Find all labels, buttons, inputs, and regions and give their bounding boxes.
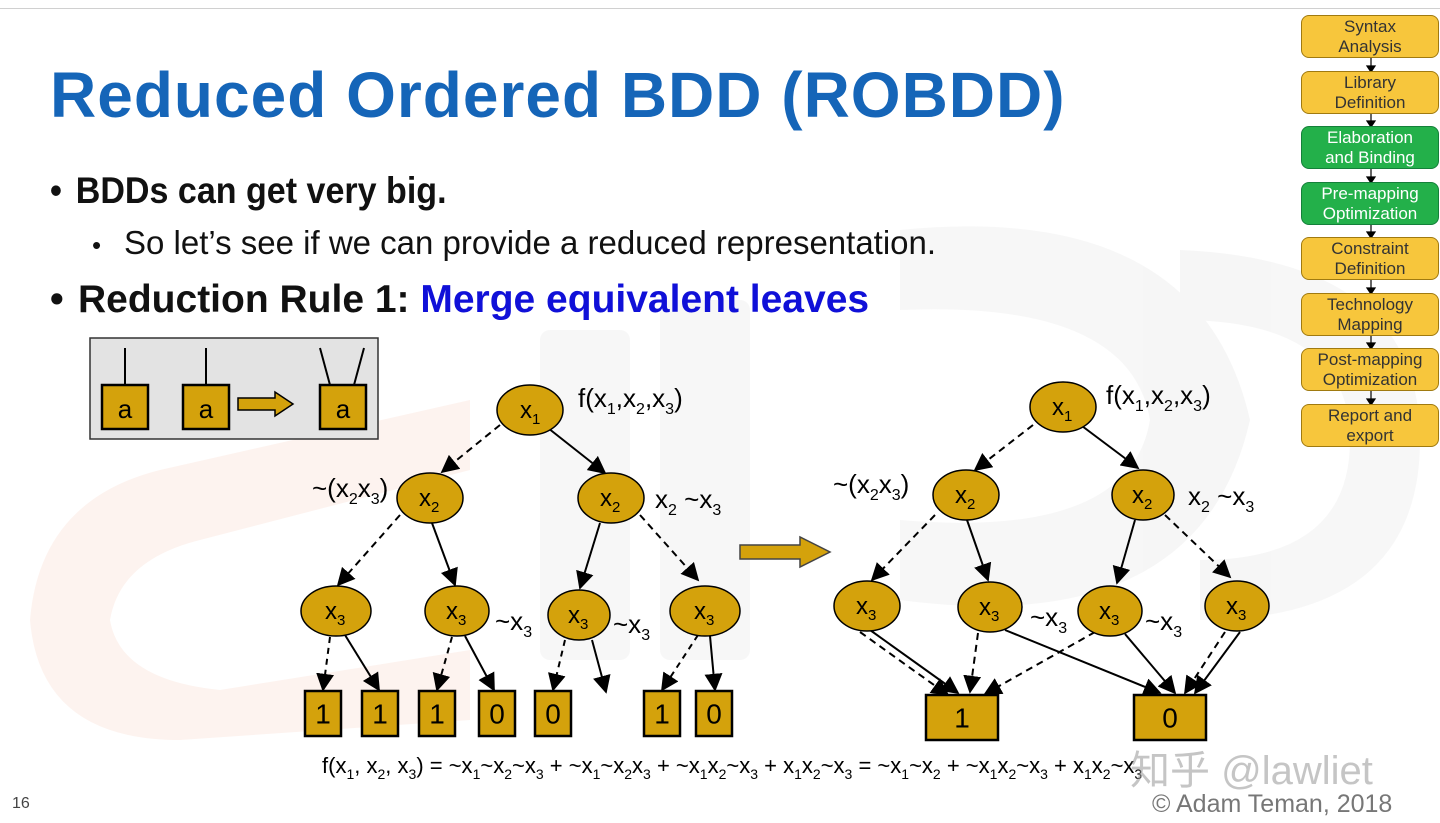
mid-x3-label: ~x3 — [1030, 602, 1067, 637]
merge-rule-inset: a a a — [89, 337, 379, 440]
leaf-label: 0 — [489, 699, 505, 730]
leaf-box — [1132, 693, 1208, 742]
flow-step-line2: Optimization — [1322, 203, 1418, 223]
node-x3 — [1077, 585, 1143, 637]
bullet-2-highlight: Merge equivalent leaves — [420, 278, 870, 321]
left-bdd — [316, 424, 723, 694]
leaf-box — [360, 689, 400, 738]
flow-step-line2: and Binding — [1325, 147, 1415, 167]
leaf-box — [694, 689, 734, 738]
leaf-label: 1 — [954, 703, 970, 734]
flow-step-line2: Mapping — [1337, 314, 1403, 334]
bullet-1-sub: • So let’s see if we can provide a reduce… — [92, 224, 936, 262]
bullet-2-prefix: Reduction Rule 1: — [78, 278, 421, 321]
inset-merge-arrow — [237, 390, 295, 418]
flow-step-line1: Pre-mapping — [1321, 183, 1419, 203]
flow-step-line1: Report and — [1327, 405, 1413, 425]
flow-step-line1: Syntax — [1344, 16, 1396, 36]
right-x2-label: x2 ~x3 — [655, 484, 721, 519]
flow-connectors — [1365, 58, 1377, 407]
leaf-label: 0 — [545, 699, 561, 730]
flow-step-line1: Technology — [1326, 294, 1413, 314]
leaf-label: 0 — [1162, 703, 1178, 734]
bullet-dot: • — [50, 170, 62, 211]
bullet-1: • BDDs can get very big. — [50, 170, 447, 212]
leaf-label: 1 — [372, 699, 388, 730]
node-x3 — [957, 581, 1023, 633]
site-watermark: 知乎 @lawliet — [1130, 749, 1373, 793]
inset-leaf-label: a — [118, 394, 133, 424]
mid-x3-label: ~x3 — [495, 606, 532, 641]
flow-step-line2: Definition — [1334, 258, 1406, 278]
leaf-box — [477, 689, 517, 738]
leaf-label: 1 — [315, 699, 331, 730]
node-x1 — [1029, 381, 1097, 433]
left-bdd-nodes: x1 x2 x2 x3 x3 x3 x3 — [300, 384, 741, 641]
left-x2-label: ~(x2x3) — [312, 473, 388, 508]
left-x2-label: ~(x2x3) — [833, 469, 909, 504]
node-x3 — [547, 589, 611, 641]
flow-step-line1: Post-mapping — [1317, 349, 1423, 369]
leaf-box — [642, 689, 682, 738]
node-x2-left — [396, 472, 464, 524]
leaf-box — [533, 689, 573, 738]
node-x2-right — [1111, 469, 1175, 521]
leaf-label: 0 — [706, 699, 722, 730]
leaf-box — [303, 689, 343, 738]
node-x2-left — [932, 469, 1000, 521]
flow-step-line2: Analysis — [1338, 36, 1402, 56]
bullet-dot: • — [50, 278, 64, 321]
mid2-x3-label: ~x3 — [1145, 606, 1182, 641]
leaf-box — [417, 689, 457, 738]
boolean-formula: f(x1, x2, x3) = ~x1~x2~x3 + ~x1~x2x3 + ~… — [322, 753, 1142, 782]
right-bdd — [859, 424, 1241, 697]
sub-bullet-dot: • — [92, 229, 102, 260]
right-bdd-nodes: x1 x2 x2 x3 x3 x3 x3 — [833, 381, 1270, 637]
top-divider — [0, 8, 1440, 9]
flow-step-line2: export — [1346, 425, 1394, 445]
node-x3 — [833, 580, 901, 632]
flow-step-line1: Library — [1344, 72, 1396, 92]
page-number: 16 — [12, 795, 30, 812]
flow-step-line1: Constraint — [1331, 238, 1409, 258]
flow-step-line1: Elaboration — [1326, 127, 1413, 147]
slide-title: Reduced Ordered BDD (ROBDD) — [50, 59, 1066, 131]
leaf-box — [924, 693, 1000, 742]
right-func-label: f(x1,x2,x3) — [1106, 380, 1211, 415]
flow-step-line2: Optimization — [1322, 369, 1418, 389]
copyright-notice: © Adam Teman, 2018 — [1152, 790, 1393, 818]
transform-arrow — [739, 535, 832, 569]
node-x3 — [1204, 580, 1270, 632]
inset-leaf-label: a — [199, 394, 214, 424]
node-x3 — [669, 585, 741, 637]
node-x2-right — [577, 472, 645, 524]
node-x3 — [424, 585, 490, 637]
mid2-x3-label: ~x3 — [613, 609, 650, 644]
inset-merged-leaf-label: a — [336, 394, 351, 424]
flow-step-line2: Definition — [1334, 92, 1406, 112]
bullet-2: • Reduction Rule 1: Merge equivalent leav… — [50, 278, 869, 322]
leaf-label: 1 — [429, 699, 445, 730]
right-x2-label: x2 ~x3 — [1188, 481, 1254, 516]
bullet-1-sub-text: So let’s see if we can provide a reduced… — [124, 224, 937, 261]
left-func-label: f(x1,x2,x3) — [578, 383, 683, 418]
node-x1 — [496, 384, 564, 436]
bullet-1-text: BDDs can get very big. — [75, 170, 447, 211]
node-x3 — [300, 585, 372, 637]
leaf-label: 1 — [654, 699, 670, 730]
left-bdd-leaves: 1 1 1 0 0 1 0 — [303, 689, 734, 738]
